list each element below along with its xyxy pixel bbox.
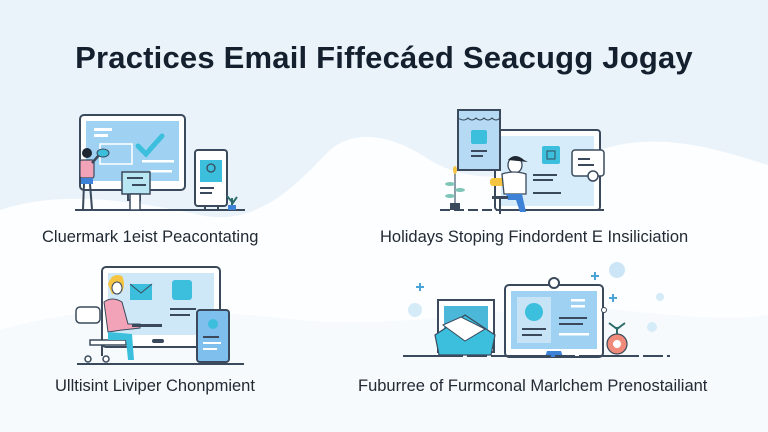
panel-top-right	[430, 108, 615, 218]
panel-top-left	[70, 110, 250, 215]
caption-bottom-left: Ulltisint Liviper Chonpmient	[55, 377, 255, 395]
illustration-woman-desk-email	[75, 266, 244, 365]
caption-top-left: Cluermark 1eist Peacontating	[42, 228, 259, 246]
page-title: Practices Email Fiffecáed Seacugg Jogay	[75, 40, 693, 75]
illustration-monitor-webcam-envelope	[403, 262, 670, 358]
panel-bottom-left	[72, 262, 252, 367]
illustration-person-monitor-checkmark	[75, 114, 245, 211]
illustration-person-laptop-envelope	[440, 109, 608, 214]
caption-top-right: Holidays Stoping Findordent E Insiliciat…	[380, 228, 689, 246]
panel-bottom-right	[395, 255, 675, 365]
caption-bottom-right: Fuburree of Furmconal Marlchem Prenostai…	[358, 377, 708, 395]
